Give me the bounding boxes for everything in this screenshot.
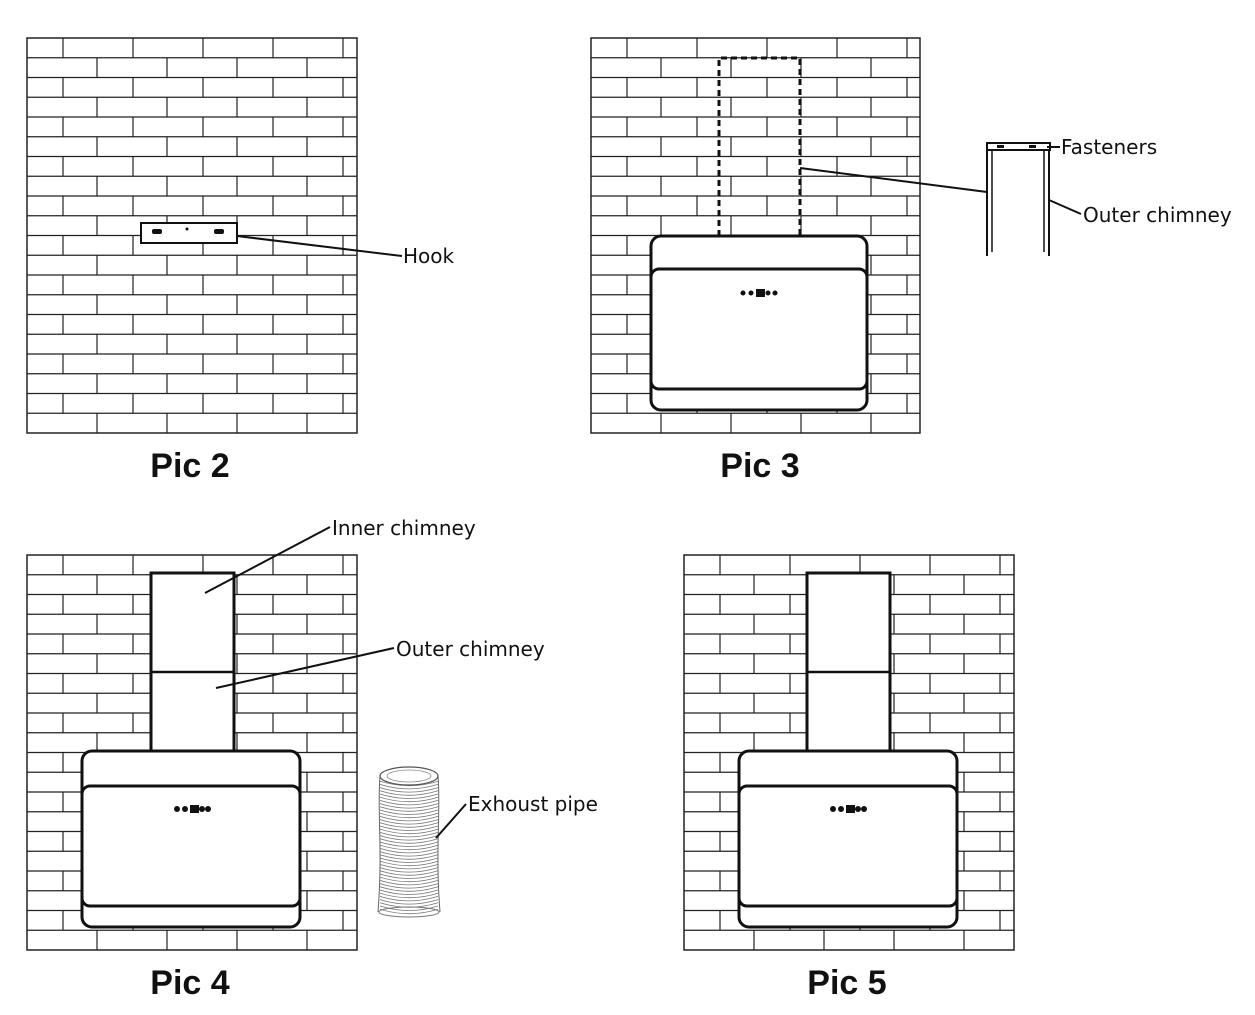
hook-label: Hook xyxy=(403,244,455,268)
outer-chimney-label: Outer chimney xyxy=(396,637,545,661)
pic-4-caption: Pic 4 xyxy=(150,964,229,1002)
panel-pic-3: Fasteners Outer chimney Pic 3 xyxy=(590,37,1232,485)
exhaust-pipe-label: Exhoust pipe xyxy=(468,792,598,816)
outer-chimney-part xyxy=(986,142,1051,256)
pic-5-caption: Pic 5 xyxy=(807,964,886,1002)
inner-chimney-leader-line xyxy=(204,526,331,594)
fasteners-label: Fasteners xyxy=(1061,135,1157,159)
range-hood xyxy=(737,749,959,929)
exhaust-pipe xyxy=(377,766,441,918)
range-hood xyxy=(80,749,302,929)
chimney-placement-leader-line xyxy=(799,167,988,193)
exhaust-pipe-leader-line xyxy=(435,803,467,839)
inner-chimney-label: Inner chimney xyxy=(332,516,476,540)
outer-chimney-leader-line xyxy=(215,647,395,689)
panel-pic-5: Pic 5 xyxy=(683,554,1015,1002)
control-buttons xyxy=(830,805,867,813)
chimney xyxy=(149,571,236,753)
range-hood xyxy=(649,234,869,412)
pic-2-caption: Pic 2 xyxy=(150,447,229,485)
control-buttons xyxy=(740,289,778,297)
outer-chimney-label: Outer chimney xyxy=(1083,203,1232,227)
hook-bracket xyxy=(140,222,238,244)
pic-3-caption: Pic 3 xyxy=(720,447,799,485)
panel-pic-2: Hook Pic 2 xyxy=(26,37,455,485)
panel-pic-4: Inner chimney Outer chimney Exhoust pipe… xyxy=(26,516,598,1002)
chimney xyxy=(805,571,892,753)
outer-chimney-leader-line xyxy=(1048,199,1082,215)
hook-leader-line xyxy=(236,235,403,257)
control-buttons xyxy=(174,805,211,813)
pipe-ribs xyxy=(377,775,441,918)
